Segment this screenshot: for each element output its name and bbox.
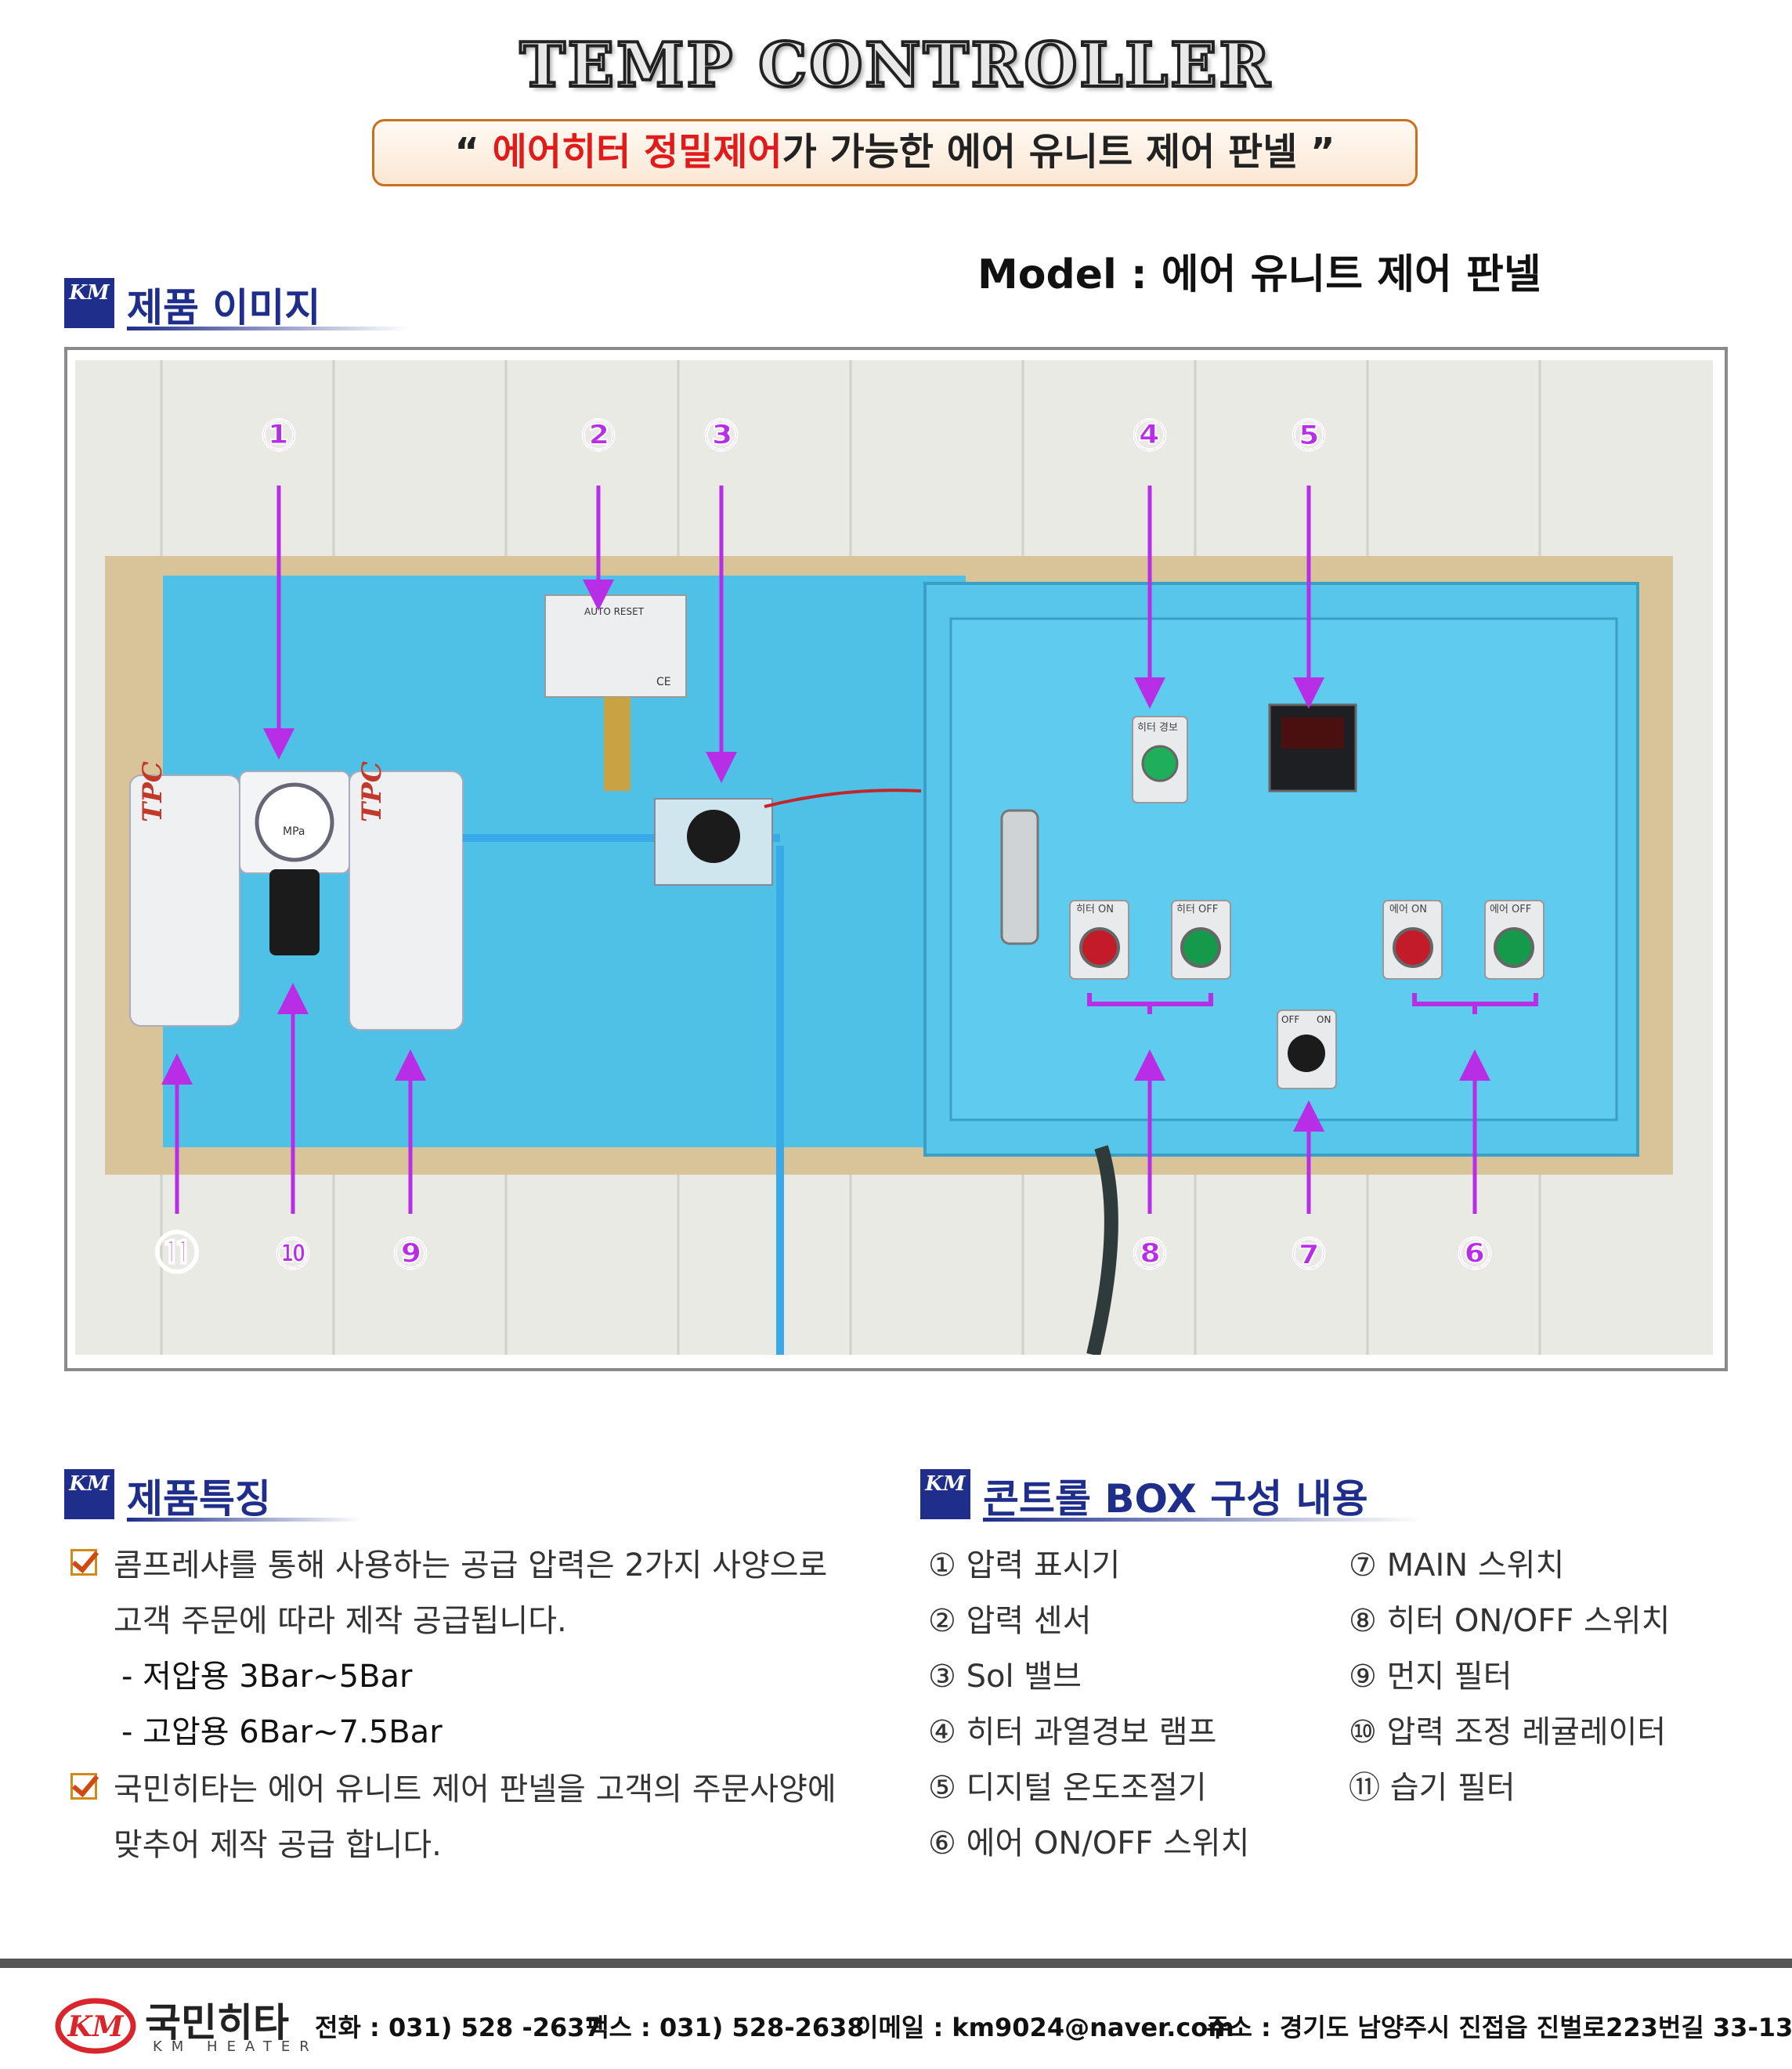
km-logo-icon: KM	[920, 1469, 970, 1519]
air-buttons: 에어 ON 에어 OFF	[1382, 900, 1545, 980]
subtitle-banner: “ 에어히터 정밀제어가 가능한 에어 유니트 제어 판넬 ”	[372, 119, 1418, 186]
subtitle-rest: 가 가능한 에어 유니트 제어 판넬 ”	[782, 130, 1335, 174]
control-item: ⑤ 디지털 온도조절기	[928, 1770, 1207, 1806]
km-logo-icon: KM	[64, 1469, 114, 1519]
ce-mark: CE	[656, 676, 671, 688]
feature-text: 맞추어 제작 공급 합니다.	[114, 1827, 442, 1863]
section-underline	[127, 327, 409, 330]
filter-brand-label: TPC	[356, 761, 388, 822]
heater-on-label: 히터 ON	[1076, 904, 1114, 915]
product-photo: TPC TPC MPa AUTO RESET CE 히터 경보 히터 ON	[75, 360, 1713, 1355]
footer-email: 이메일 : km9024@naver.com	[855, 2013, 1234, 2042]
footer-address: 주소 : 경기도 남양주시 진접읍 진벌로223번길 33-13	[1206, 2013, 1792, 2042]
heater-off-label: 히터 OFF	[1176, 904, 1218, 915]
callout-6: ⑥	[1456, 1229, 1493, 1280]
km-logo-icon: KM	[64, 278, 114, 328]
callout-9: ⑨	[392, 1229, 428, 1280]
control-item: ⑨ 먼지 필터	[1349, 1659, 1512, 1695]
section-title: 제품특징	[127, 1476, 271, 1522]
footer-phone: 전화 : 031) 528 -2637	[315, 2013, 602, 2042]
air-off-label: 에어 OFF	[1490, 904, 1531, 915]
lamp-label: 히터 경보	[1137, 722, 1178, 734]
callout-10: ⑩	[274, 1229, 311, 1280]
control-item: ① 압력 표시기	[928, 1547, 1121, 1583]
gauge-unit-label: MPa	[283, 825, 305, 838]
product-illustration: TPC TPC MPa AUTO RESET CE 히터 경보 히터 ON	[75, 360, 1713, 1355]
feature-text: 국민히타는 에어 유니트 제어 판넬을 고객의 주문사양에	[114, 1771, 836, 1807]
callout-2: ②	[580, 410, 616, 461]
check-icon	[70, 1773, 97, 1800]
callout-5: ⑤	[1290, 410, 1327, 461]
heater-buttons: 히터 ON 히터 OFF	[1069, 900, 1231, 980]
feature-low-pressure: - 저압용 3Bar~5Bar	[121, 1659, 413, 1695]
model-label: Model : 에어 유니트 제어 판넬	[977, 251, 1541, 298]
check-icon	[70, 1549, 97, 1576]
main-switch-on-label: ON	[1317, 1014, 1331, 1025]
page-title: TEMP CONTROLLER	[518, 28, 1273, 103]
control-item: ⑩ 압력 조정 레귤레이터	[1349, 1714, 1667, 1750]
section-underline	[127, 1518, 362, 1522]
control-item: ③ Sol 밸브	[928, 1659, 1082, 1695]
callout-11: ⑪	[155, 1229, 199, 1280]
km-heater-logo-icon: KM	[55, 1998, 136, 2054]
feature-text: 콤프레샤를 통해 사용하는 공급 압력은 2가지 사양으로	[114, 1547, 828, 1583]
footer-company-en: KM HEATER	[153, 2038, 319, 2055]
footer-divider	[0, 1959, 1792, 1968]
main-switch-off-label: OFF	[1281, 1014, 1299, 1025]
air-on-label: 에어 ON	[1389, 904, 1427, 915]
section-title: 제품 이미지	[127, 285, 321, 330]
control-item: ② 압력 센서	[928, 1603, 1092, 1639]
subtitle-highlight: 에어히터 정밀제어	[492, 130, 782, 174]
section-title: 콘트롤 BOX 구성 내용	[983, 1476, 1368, 1522]
pressure-switch-label: AUTO RESET	[584, 606, 645, 617]
footer-fax: 팩스 : 031) 528-2638	[586, 2013, 865, 2042]
subtitle-open: “	[454, 130, 493, 174]
feature-text: 고객 주문에 따라 제작 공급됩니다.	[114, 1603, 567, 1639]
callout-1: ①	[260, 410, 297, 461]
footer-logo-text: KM	[67, 2010, 124, 2043]
control-item: ④ 히터 과열경보 램프	[928, 1714, 1217, 1750]
control-item: ⑪ 습기 필터	[1349, 1770, 1516, 1806]
callout-7: ⑦	[1290, 1229, 1327, 1280]
callout-8: ⑧	[1131, 1229, 1168, 1280]
feature-high-pressure: - 고압용 6Bar~7.5Bar	[121, 1714, 443, 1750]
filter-brand-label: TPC	[137, 761, 168, 822]
section-underline	[983, 1518, 1422, 1522]
footer-company-name: 국민히타	[145, 2000, 289, 2046]
callout-4: ④	[1131, 410, 1168, 461]
control-item: ⑧ 히터 ON/OFF 스위치	[1349, 1603, 1671, 1639]
control-item: ⑦ MAIN 스위치	[1349, 1547, 1565, 1583]
callout-3: ③	[703, 410, 739, 461]
control-item: ⑥ 에어 ON/OFF 스위치	[928, 1825, 1250, 1861]
